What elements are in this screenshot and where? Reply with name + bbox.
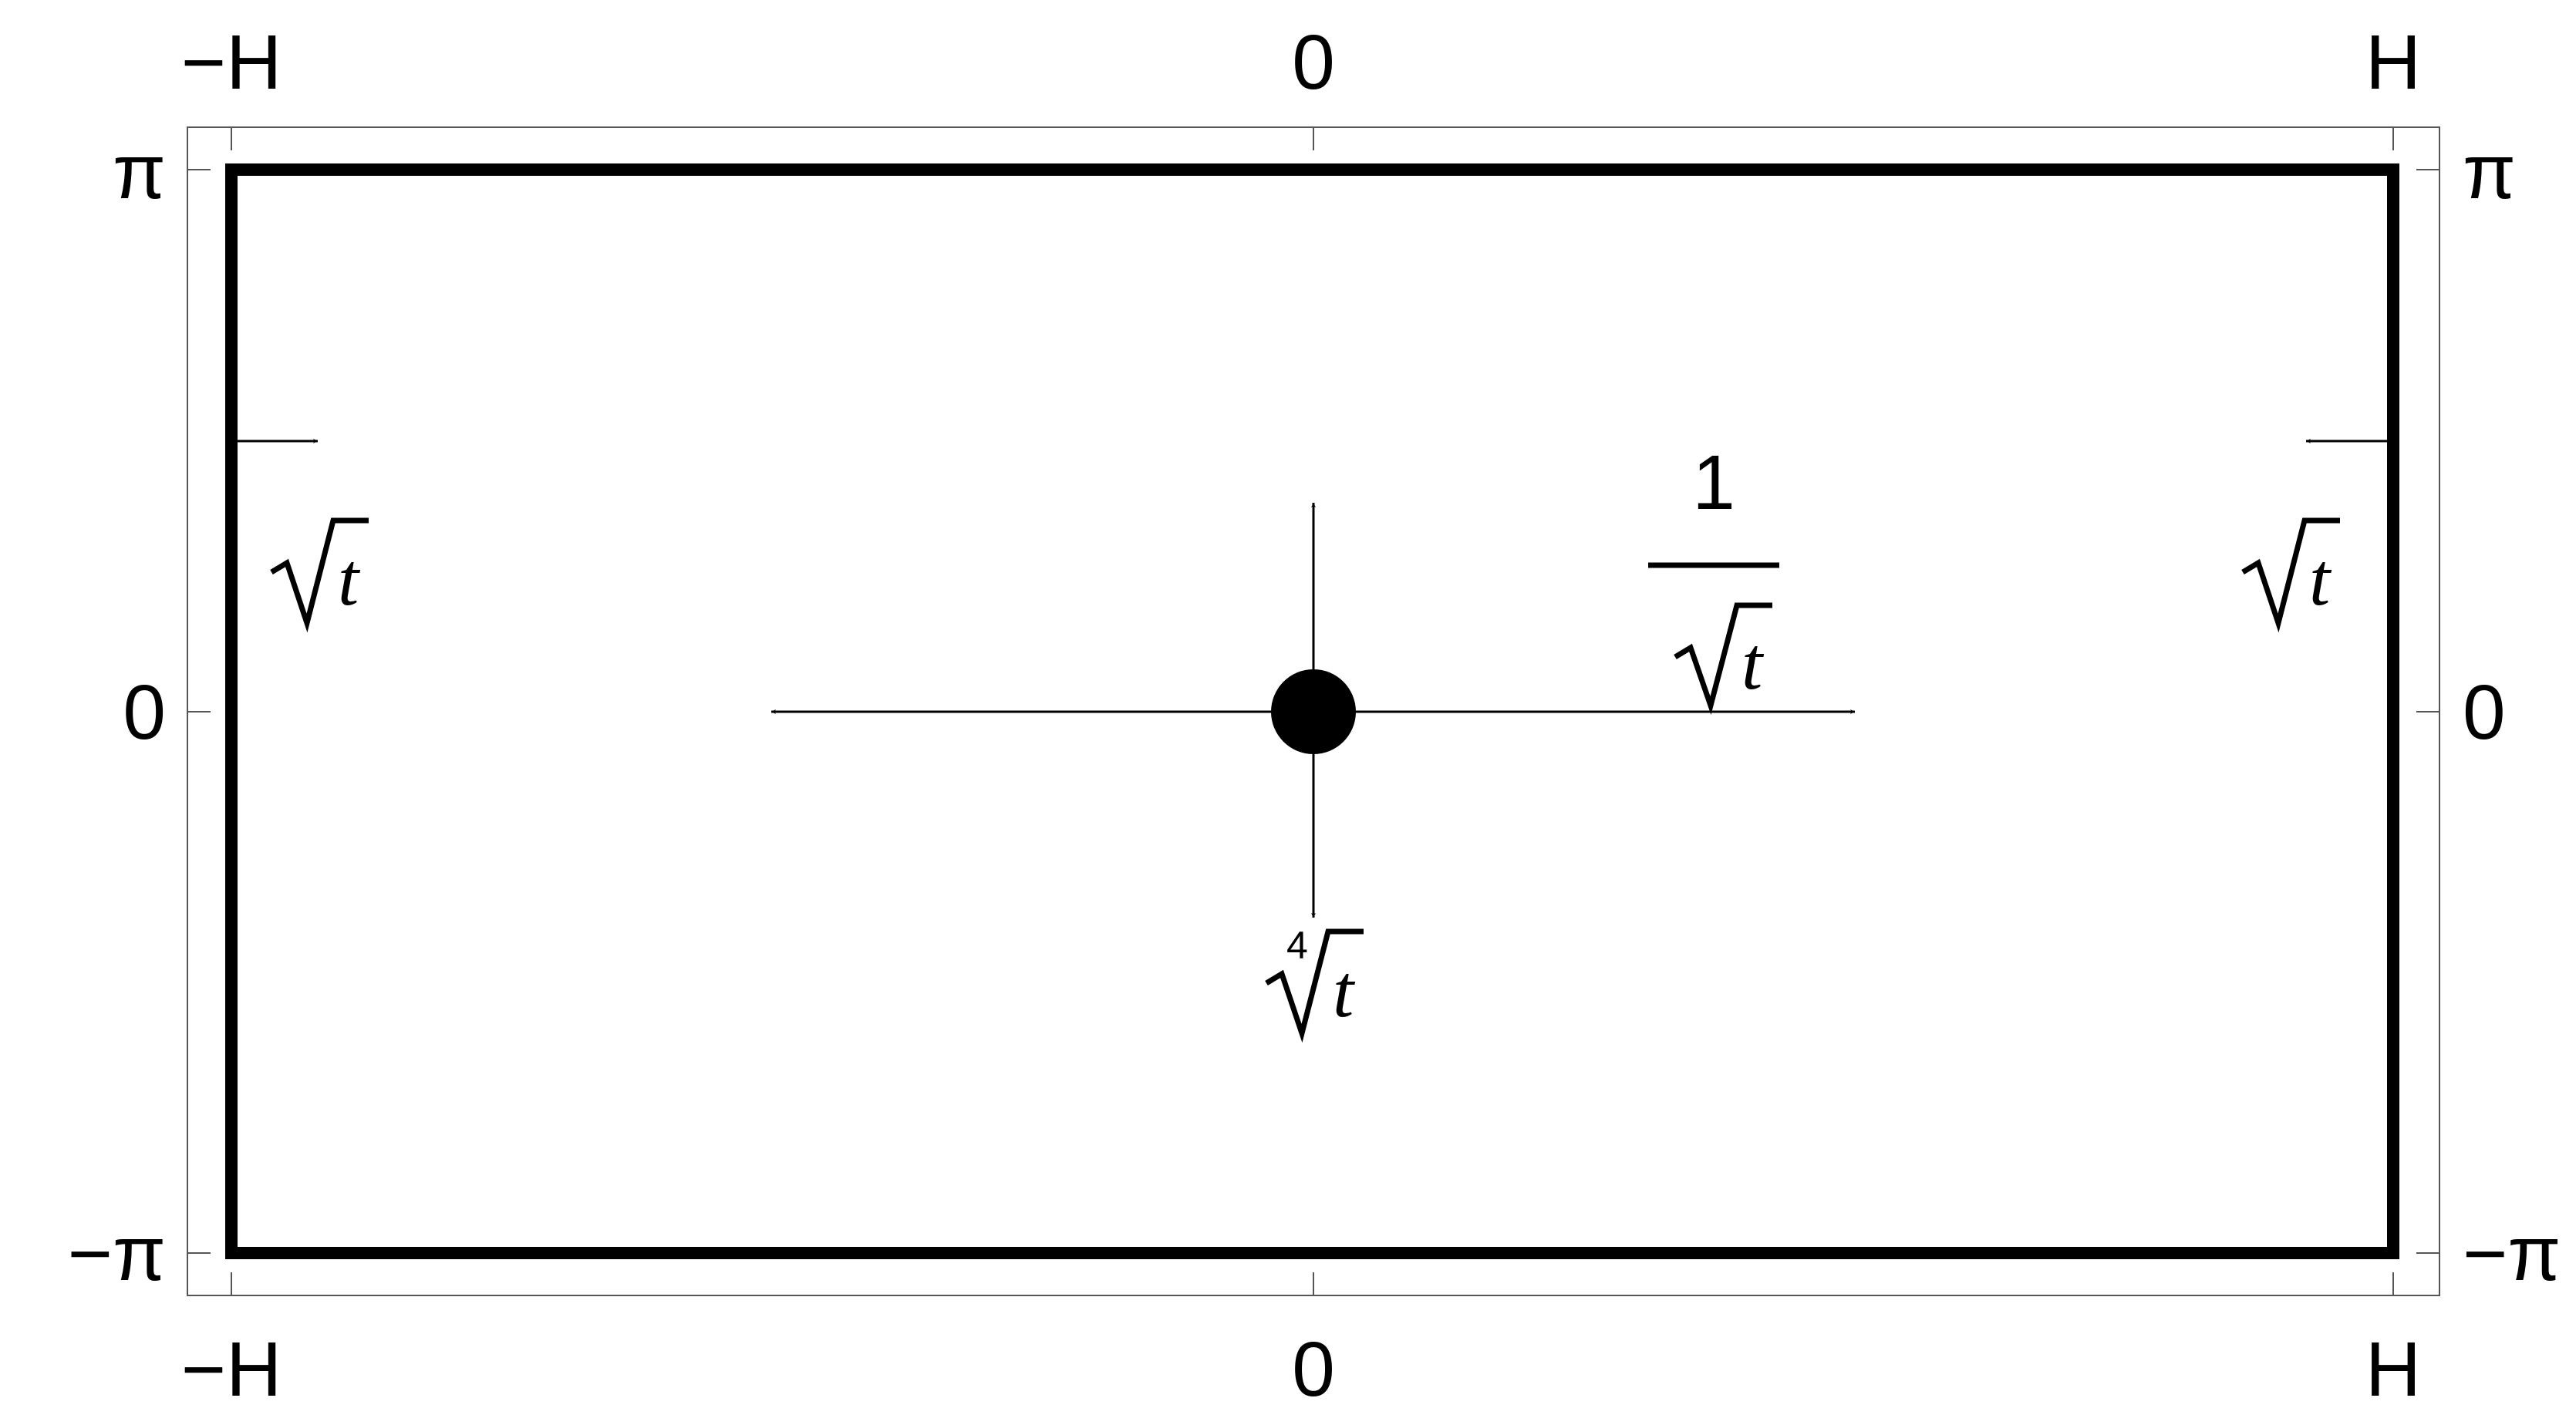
center-horizontal-label-var: t <box>1741 622 1765 706</box>
frame-ticks <box>187 127 2439 1295</box>
right-tick-label-minus-pi: −π <box>2463 1211 2561 1297</box>
domain-boundary <box>225 163 2399 1259</box>
left-tick-label-pi: π <box>113 129 166 215</box>
right-wall-label-var: t <box>2309 538 2332 622</box>
top-tick-label-h: H <box>2365 19 2421 106</box>
radical-sign <box>1674 602 1772 716</box>
right-tick-label-zero: 0 <box>2463 669 2506 756</box>
bottom-tick-label-h: H <box>2365 1326 2421 1413</box>
top-tick-label-minus-h: −H <box>181 19 282 106</box>
left-wall-label-var: t <box>338 538 361 622</box>
bottom-tick-label-zero: 0 <box>1292 1326 1335 1413</box>
left-tick-label-minus-pi: −π <box>68 1211 166 1297</box>
left-wall-label: t <box>270 517 369 633</box>
radical-index: 4 <box>1286 924 1308 967</box>
fraction-numerator: 1 <box>1692 440 1735 526</box>
center-point <box>1271 669 1356 754</box>
top-tick-label-zero: 0 <box>1292 19 1335 106</box>
bottom-tick-label-minus-h: −H <box>181 1326 282 1413</box>
center-horizontal-label: 1 t <box>1648 440 1779 716</box>
left-tick-label-zero: 0 <box>123 669 166 756</box>
center-vertical-label-var: t <box>1333 950 1356 1033</box>
radical-sign <box>1265 928 1364 1043</box>
radical-sign <box>270 517 369 633</box>
right-tick-label-pi: π <box>2463 129 2516 215</box>
center-vertical-label: 4 t <box>1265 924 1364 1043</box>
radical-sign <box>2241 517 2340 633</box>
right-wall-label: t <box>2241 517 2340 633</box>
